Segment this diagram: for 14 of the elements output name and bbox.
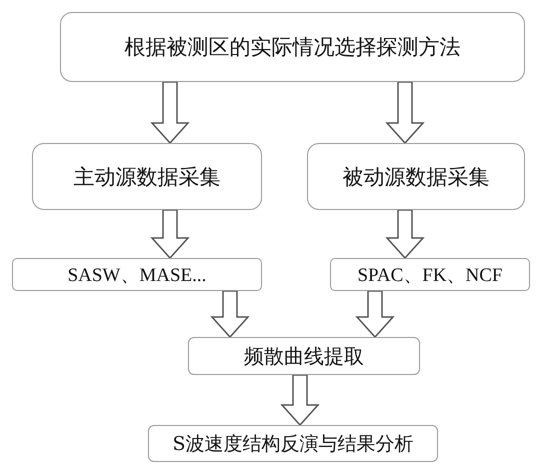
block-arrow (150, 209, 190, 260)
block-arrow (210, 290, 250, 338)
process-box: 根据被测区的实际情况选择探测方法 (60, 12, 525, 82)
block-arrow (385, 81, 425, 144)
block-arrow (355, 290, 395, 338)
block-arrow (385, 209, 425, 260)
process-box: S波速度结构反演与结果分析 (148, 425, 438, 462)
process-box: 被动源数据采集 (307, 143, 525, 210)
block-arrow (280, 374, 320, 426)
process-box: 主动源数据采集 (32, 143, 262, 210)
block-arrow (150, 81, 190, 144)
process-box: SPAC、FK、NCF (330, 258, 530, 291)
process-box: SASW、MASE... (12, 258, 262, 291)
process-box: 频散曲线提取 (188, 337, 420, 375)
